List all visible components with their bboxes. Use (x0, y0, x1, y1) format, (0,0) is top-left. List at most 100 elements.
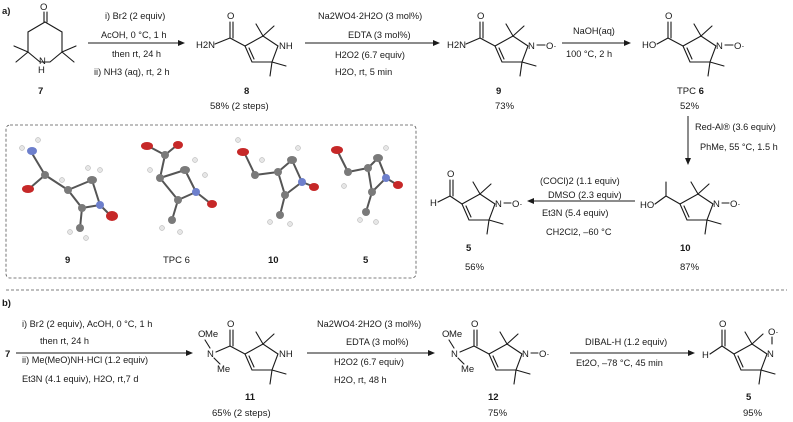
ortep-5 (331, 145, 403, 225)
atom-n-6: N (716, 41, 723, 52)
atom-n-7: N (39, 56, 46, 67)
atom-me-12b: Me (461, 364, 474, 375)
yield-12: 75% (488, 408, 508, 419)
arrow-step-4 (685, 116, 691, 165)
atom-nh-7: H (38, 65, 45, 76)
xray-box (5, 124, 417, 279)
compound-label-12: 12 (488, 392, 499, 403)
structure-5b: H O N O· (702, 319, 779, 385)
compound-label-5a: 5 (466, 243, 472, 254)
structure-9: H2N O N O· (447, 11, 557, 77)
atom-me-11b: Me (217, 364, 230, 375)
cond-s3-0: NaOH(aq) (573, 26, 615, 36)
xray-label-9: 9 (65, 255, 70, 266)
atom-me-12a: Me (449, 329, 462, 340)
atom-o-11a: O (198, 329, 205, 340)
compound-label-11: 11 (245, 392, 256, 403)
compound-label-8: 8 (244, 86, 249, 97)
yield-10: 87% (680, 262, 700, 273)
structure-10: HO N O· (640, 181, 741, 235)
atom-o-7: O (40, 2, 47, 13)
structure-8: H2N O NH (196, 11, 293, 77)
cond-b1-2: ii) Me(MeO)NH·HCl (1.2 equiv) (22, 355, 148, 365)
cond-b2-0: Na2WO4·2H2O (3 mol%) (317, 319, 421, 329)
atom-o-6: O (665, 11, 672, 22)
cond-s1-1: AcOH, 0 °C, 1 h (101, 30, 166, 40)
compound-label-7b: 7 (5, 349, 10, 360)
atom-o-5b: O (719, 319, 726, 330)
atom-n-9: N (528, 41, 535, 52)
cond-s5-1: DMSO (2.3 equiv) (548, 190, 622, 200)
cond-b2-2: H2O2 (6.7 equiv) (334, 357, 404, 367)
atom-radical-5a: O· (512, 199, 523, 210)
atom-h-5a: H (430, 198, 437, 209)
yield-8: 58% (2 steps) (210, 101, 269, 112)
compound-label-9: 9 (496, 86, 501, 97)
arrow-step-5 (527, 198, 635, 204)
cond-s1-3: ii) NH3 (aq), rt, 2 h (94, 67, 170, 77)
cond-s5-3: CH2Cl2, –60 °C (546, 227, 612, 237)
atom-h2n-9: H2N (447, 40, 466, 51)
ortep-9 (19, 137, 118, 241)
atom-n-10: N (713, 199, 720, 210)
structure-7: O H N (13, 2, 77, 76)
cond-b1-1: then rt, 24 h (40, 336, 89, 346)
arrow-step-3 (562, 40, 631, 46)
panel-label-b: b) (2, 298, 11, 309)
atom-n-12b: N (522, 349, 529, 360)
compound-label-7: 7 (38, 86, 43, 97)
atom-o-9: O (477, 11, 484, 22)
cond-s5-2: Et3N (5.4 equiv) (542, 208, 608, 218)
atom-radical-6: O· (734, 41, 745, 52)
ortep-10 (235, 137, 319, 227)
atom-radical-5b: O· (768, 327, 779, 338)
structure-12: O Me N Me O N O· (442, 319, 550, 385)
structure-11: O Me N Me O NH (198, 319, 293, 385)
cond-b2-3: H2O, rt, 48 h (334, 375, 387, 385)
arrow-step-2 (305, 40, 440, 46)
atom-n-12a: N (451, 349, 458, 360)
cond-s1-2: then rt, 24 h (112, 49, 161, 59)
atom-me-11a: Me (205, 329, 218, 340)
cond-s2-1: EDTA (3 mol%) (348, 30, 411, 40)
cond-s2-2: H2O2 (6.7 equiv) (335, 50, 405, 60)
atom-radical-9: O· (546, 41, 557, 52)
atom-n-5a: N (495, 199, 502, 210)
atom-o-12a: O (442, 329, 449, 340)
ortep-6 (141, 141, 217, 235)
yield-9: 73% (495, 101, 515, 112)
atom-ho-10: HO (640, 200, 654, 211)
atom-radical-12: O· (539, 349, 550, 360)
cond-s4-1: PhMe, 55 °C, 1.5 h (700, 142, 778, 152)
atom-n-11: N (207, 349, 214, 360)
cond-s2-0: Na2WO4·2H2O (3 mol%) (318, 11, 422, 21)
structure-6: HO O N O· (642, 11, 745, 77)
compound-label-5b: 5 (746, 392, 752, 403)
atom-ho-6: HO (642, 40, 656, 51)
cond-s2-3: H2O, rt, 5 min (335, 67, 392, 77)
arrow-step-b2 (307, 350, 435, 356)
arrow-step-1 (88, 40, 185, 46)
atom-h2n-8: H2N (196, 40, 215, 51)
cond-b3-1: Et2O, –78 °C, 45 min (576, 358, 663, 368)
yield-5b: 95% (743, 408, 763, 419)
xray-label-6: TPC 6 (163, 255, 190, 266)
yield-6: 52% (680, 101, 700, 112)
atom-o-12b: O (471, 319, 478, 330)
arrow-step-b1 (16, 350, 193, 356)
yield-11: 65% (2 steps) (212, 408, 271, 419)
atom-o-5a: O (447, 169, 454, 180)
cond-s4-0: Red-Al® (3.6 equiv) (695, 122, 776, 132)
cond-b2-1: EDTA (3 mol%) (346, 337, 409, 347)
cond-s1-0: i) Br2 (2 equiv) (105, 11, 165, 21)
atom-nh-11: NH (279, 349, 293, 360)
cond-s5-0: (COCl)2 (1.1 equiv) (540, 176, 620, 186)
xray-label-10: 10 (268, 255, 279, 266)
atom-o-8: O (227, 11, 234, 22)
cond-b1-3: Et3N (4.1 equiv), H2O, rt,7 d (22, 374, 138, 384)
cond-b3-0: DIBAL-H (1.2 equiv) (585, 337, 667, 347)
yield-5a: 56% (465, 262, 485, 273)
compound-label-6: TPC 6 (677, 86, 704, 97)
arrow-step-b3 (570, 350, 695, 356)
